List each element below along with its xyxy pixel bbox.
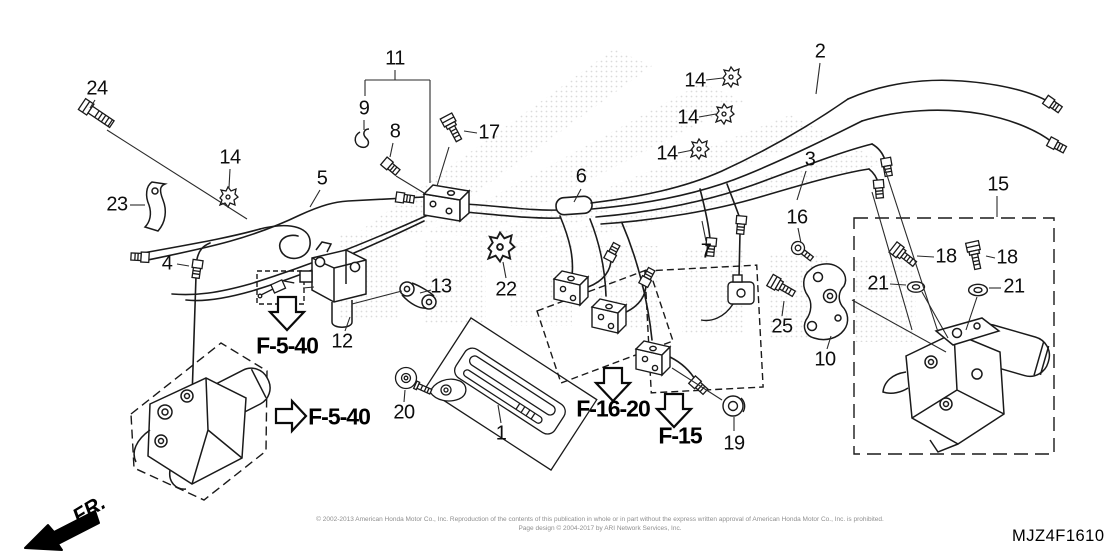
hose-clamp-7: [700, 274, 755, 322]
bracket-plate-10: [803, 263, 849, 341]
down-arrow-icon: [655, 392, 693, 429]
bleeder-screw: [257, 279, 295, 299]
joint-link-13: [399, 281, 437, 310]
rear-abs-modulator: [882, 317, 1051, 453]
pipe-clamp-14: [690, 138, 710, 160]
front-abs-modulator: [133, 367, 271, 490]
grommet-19: [722, 395, 746, 417]
joint-group-box: [536, 268, 674, 384]
down-arrow-icon: [268, 295, 306, 332]
brake-pipes: [142, 79, 1053, 399]
junction-block-11: [422, 184, 471, 223]
diagram-code: MJZ4F1610: [1012, 527, 1105, 545]
down-arrow-icon: [594, 366, 632, 403]
copyright-line-2: Page design © 2004-2017 by ARI Network S…: [518, 525, 682, 532]
flange-bolt-17: [439, 112, 466, 144]
pipe-clip-9: [354, 128, 370, 149]
mount-bolt-18: [964, 239, 985, 271]
rear-modulator-box-15: [853, 217, 1055, 455]
copyright-line-1: © 2002-2013 American Honda Motor Co., In…: [316, 516, 884, 523]
front-modulator-outline-box: [130, 342, 268, 501]
leader-lines: [89, 62, 1001, 431]
proportioning-valve-12: [299, 241, 367, 328]
right-arrow-icon: [274, 398, 308, 434]
washer-21: [967, 283, 989, 297]
pipe-clamp-14: [715, 103, 735, 125]
stay-1-group: [394, 317, 598, 471]
flange-bolt-24: [77, 97, 117, 131]
pipe-bracket-23: [143, 181, 168, 232]
pipe-clamp-22: [487, 231, 516, 263]
pipe-clamp-14: [722, 66, 742, 88]
